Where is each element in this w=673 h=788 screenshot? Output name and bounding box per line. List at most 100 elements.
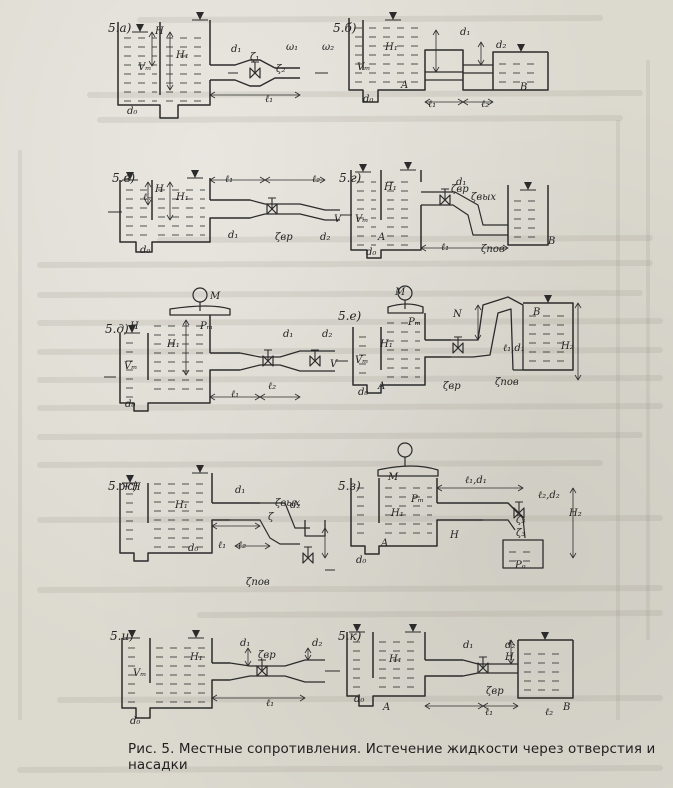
scheme-label: ℓ₂ — [481, 99, 489, 110]
tank-outline — [523, 302, 574, 371]
dimension-arrows — [244, 647, 252, 667]
free-surface-marker — [136, 24, 144, 32]
scheme-label: ζвр — [258, 650, 276, 661]
scheme-label: ζ₃ — [516, 515, 525, 526]
scheme-label: d₂ — [322, 329, 332, 340]
scheme-label: ℓ₁ — [485, 707, 493, 718]
scheme-label: H₁ — [175, 192, 189, 203]
dimension-arrows — [144, 181, 152, 206]
scheme-label: B — [547, 236, 555, 247]
scheme-label: H₁ — [175, 50, 189, 61]
pressure-cap — [387, 303, 424, 314]
scheme-label: H₁ — [166, 339, 180, 350]
tank-outline — [346, 632, 463, 707]
scheme-label: ζвр — [486, 686, 504, 697]
valve-stem — [251, 61, 259, 73]
caption-prefix: Рис. 5. — [128, 741, 175, 757]
dimension-arrows — [569, 487, 577, 559]
scheme-panel-number: 5.б) — [333, 21, 357, 35]
scheme-label: H — [154, 26, 164, 37]
manometer-gauge-icon — [397, 442, 413, 458]
dimension-arrows — [259, 393, 301, 401]
scheme-label: N — [452, 309, 463, 320]
valve-symbol — [302, 552, 314, 564]
dimension-arrows — [234, 542, 271, 550]
figure-caption: Рис. 5. Местные сопротивления. Истечение… — [128, 741, 658, 773]
scheme-label: ζ₁ — [250, 52, 259, 63]
scheme-label: ℓ₁ — [428, 99, 436, 110]
scheme-label: ℓ₁ — [231, 389, 239, 400]
scheme-label: d₂ — [290, 500, 300, 511]
dimension-arrows — [436, 484, 524, 492]
scheme-label: Vₘ — [133, 668, 146, 679]
tank-outline — [350, 478, 524, 555]
siphon-pipe — [451, 296, 524, 371]
scheme-label: d₂ — [312, 638, 322, 649]
caption-text: Местные сопротивления. Истечение жидкост… — [128, 741, 656, 773]
scheme-label: ℓ₁ — [265, 94, 273, 105]
scheme-label: d₀ — [354, 694, 364, 705]
scheme-label: A — [377, 381, 385, 392]
scheme-label: Pₒ — [514, 560, 526, 571]
receiver-tank — [502, 539, 544, 569]
tank-outline — [119, 315, 240, 412]
scheme-label: H — [154, 184, 164, 195]
scheme-label: Pₘ — [407, 317, 421, 328]
scheme-label: A — [400, 80, 408, 91]
scheme-label: d₀ — [188, 543, 198, 554]
scheme-label: Vₘ — [357, 62, 370, 73]
scheme-label: ℓ₁ — [225, 174, 233, 185]
valve-symbol — [309, 355, 321, 367]
free-surface-marker — [541, 632, 549, 640]
free-surface-marker — [191, 170, 199, 178]
manometer-gauge-icon — [192, 287, 208, 303]
free-surface-marker — [524, 182, 532, 190]
scheme-label: ℓ₂ — [545, 707, 553, 718]
scheme-label: d₁ — [463, 640, 473, 651]
pipe-outline — [239, 350, 335, 372]
tank-outline — [119, 473, 260, 562]
scheme-label: ζвых — [275, 498, 300, 509]
free-surface-marker — [128, 325, 136, 333]
scheme-label: d₁ — [235, 485, 245, 496]
dimension-arrows — [474, 304, 482, 341]
pipe-outline — [230, 502, 310, 545]
tank-outline — [350, 170, 422, 259]
scheme-label: H — [504, 652, 514, 663]
pipe-outline — [425, 64, 493, 81]
free-surface-marker — [126, 172, 134, 180]
dimension-arrows — [209, 91, 301, 99]
scheme-label: Vₘ — [124, 361, 137, 372]
scheme-label: d₁ — [240, 638, 250, 649]
scheme-label: ω₁ — [286, 42, 298, 53]
dimension-arrows — [148, 31, 156, 67]
valve-stem — [479, 656, 487, 668]
scheme-label: A — [382, 702, 390, 713]
valve-stem — [441, 188, 449, 200]
scheme-label: H₂ — [560, 341, 574, 352]
scheme-label: M — [394, 287, 406, 298]
scheme-label: Vₘ — [355, 355, 368, 366]
dimension-arrows — [462, 98, 494, 106]
valve-symbol — [513, 507, 525, 519]
pipe-outline — [249, 199, 340, 221]
scheme-label: ℓ₂,d₂ — [538, 490, 560, 501]
tank-outline — [352, 313, 451, 394]
scheme-label: B — [519, 82, 527, 93]
scheme-label: d₂ — [505, 640, 515, 651]
pipe-outline — [229, 659, 325, 683]
valve-stem — [264, 349, 272, 361]
scheme-label: H₁ — [379, 339, 393, 350]
scheme-label: H₂ — [568, 508, 582, 519]
scheme-label: H — [131, 482, 141, 493]
tank-outline — [121, 638, 230, 719]
scheme-label: ω₂ — [322, 42, 334, 53]
scheme-label: ℓ₂ — [312, 174, 320, 185]
dimension-arrows — [211, 522, 261, 530]
scheme-label: d₂ — [496, 40, 506, 51]
free-surface-marker — [126, 475, 134, 483]
